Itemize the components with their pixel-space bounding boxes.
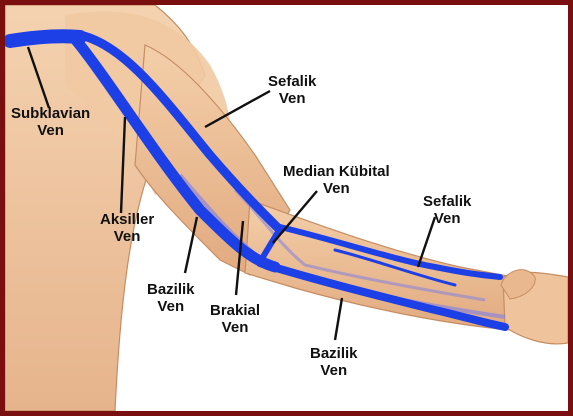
axillary-vein-label: Aksiller Ven [100, 211, 154, 245]
leader-basilic-lower [335, 298, 342, 340]
subclavian-vein-label: Subklavian Ven [11, 105, 90, 139]
cephalic-upper-vein-label: Sefalik Ven [268, 73, 316, 107]
subclavian-vein [10, 36, 80, 41]
cephalic-lower-vein-label: Sefalik Ven [423, 193, 471, 227]
arm-vein-illustration [5, 5, 568, 411]
brachial-vein-label: Brakial Ven [210, 302, 260, 336]
basilic-lower-vein-label: Bazilik Ven [310, 345, 358, 379]
median-cubital-vein-label: Median Kübital Ven [283, 163, 390, 197]
basilic-upper-vein-label: Bazilik Ven [147, 281, 195, 315]
